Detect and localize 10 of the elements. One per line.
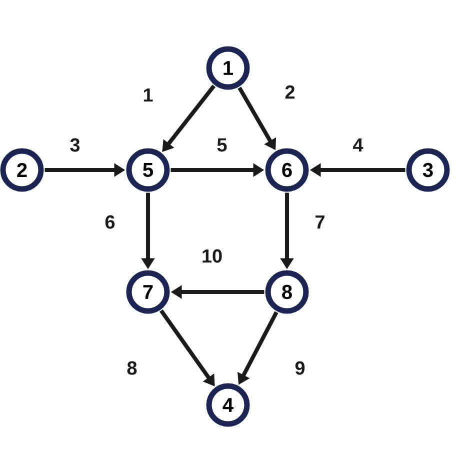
edge-label: 1 bbox=[144, 88, 153, 102]
edge-label: 9 bbox=[295, 361, 305, 375]
edge-label: 10 bbox=[202, 249, 222, 263]
edge-label: 2 bbox=[285, 85, 295, 99]
edge-label: 5 bbox=[217, 138, 227, 152]
edge-label: 8 bbox=[127, 361, 137, 375]
edge-label: 6 bbox=[105, 215, 115, 229]
edge-label: 7 bbox=[316, 215, 324, 229]
edge-label: 4 bbox=[353, 138, 364, 152]
edge-label: 3 bbox=[70, 138, 80, 152]
